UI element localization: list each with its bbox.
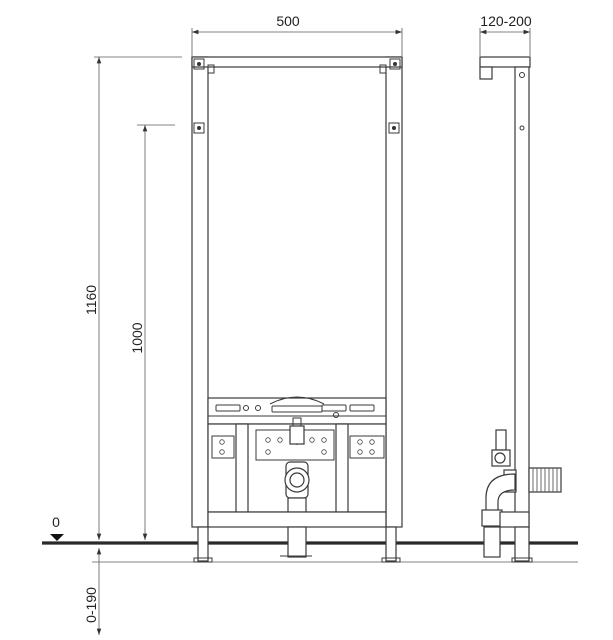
foot-range-dimension: 0-190 xyxy=(83,548,578,635)
depth-label: 120-200 xyxy=(480,13,532,29)
depth-dimension: 120-200 xyxy=(479,13,532,56)
width-dimension: 500 xyxy=(191,13,403,56)
frame-height-label: 1000 xyxy=(129,322,145,353)
floor-triangle-icon xyxy=(50,534,64,541)
foot-range-label: 0-190 xyxy=(83,587,99,623)
frame-height-dimension: 1000 xyxy=(129,124,175,540)
side-view-frame xyxy=(479,56,562,563)
floor-level-label: 0 xyxy=(52,514,60,530)
width-label: 500 xyxy=(276,13,300,29)
total-height-label: 1160 xyxy=(83,285,99,315)
total-height-dimension: 1160 xyxy=(83,56,182,540)
front-view-frame xyxy=(191,56,403,563)
floor-level-marker: 0 xyxy=(50,514,64,541)
